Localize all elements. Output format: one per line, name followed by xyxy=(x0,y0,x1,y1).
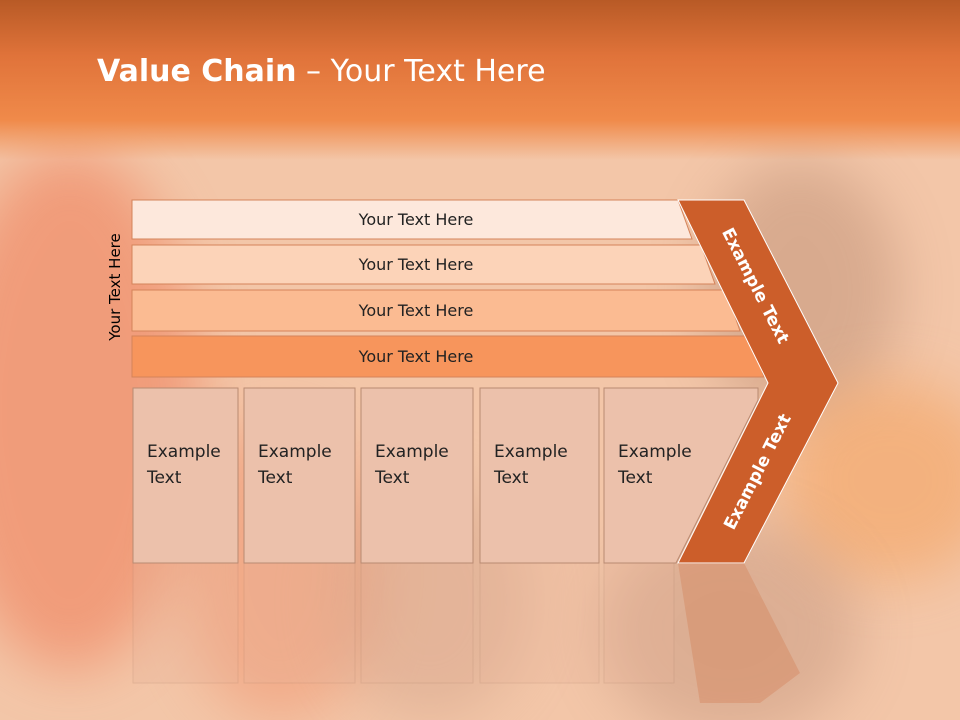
box-label-line1: Example xyxy=(258,442,332,462)
slide-title: Value Chain – Your Text Here xyxy=(97,54,546,89)
box-label-line1: Example xyxy=(494,442,568,462)
activity-box xyxy=(360,387,474,564)
box-label-line2: Text xyxy=(147,468,182,488)
title-bold: Value Chain xyxy=(97,54,297,89)
activity-box xyxy=(603,387,759,564)
value-chevron xyxy=(677,199,839,564)
reflection-box xyxy=(479,563,600,684)
activity-box xyxy=(132,387,239,564)
activity-bar-label: Your Text Here xyxy=(358,300,474,320)
activity-bar-label: Your Text Here xyxy=(358,209,474,229)
reflection-box xyxy=(360,563,474,684)
box-label-line1: Example xyxy=(147,442,221,462)
reflection-box xyxy=(132,563,239,684)
activity-bar-label: Your Text Here xyxy=(358,254,474,274)
activity-box xyxy=(479,387,600,564)
activity-bar xyxy=(131,199,693,240)
box-label-line2: Text xyxy=(375,468,410,488)
box-label-line2: Text xyxy=(494,468,529,488)
diagram-reflection xyxy=(0,563,960,703)
box-label-line2: Text xyxy=(258,468,293,488)
activity-bar xyxy=(131,244,716,285)
header-band xyxy=(0,0,960,160)
activity-bar xyxy=(131,335,765,378)
box-label-line1: Example xyxy=(375,442,449,462)
reflection-box xyxy=(243,563,356,684)
reflection-box xyxy=(603,563,675,684)
activity-bar xyxy=(131,289,741,332)
box-label-line2: Text xyxy=(618,468,653,488)
activity-box xyxy=(243,387,356,564)
title-rest: – Your Text Here xyxy=(296,54,546,89)
box-label-line1: Example xyxy=(618,442,692,462)
activity-bar-label: Your Text Here xyxy=(358,346,474,366)
